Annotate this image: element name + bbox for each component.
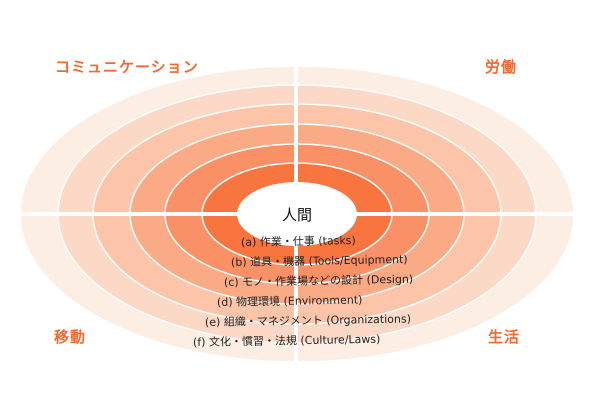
layer-label-a: (a) 作業・仕事 (tasks) [240, 233, 356, 249]
center-label-human: 人間 [281, 206, 312, 224]
center-human-ellipse [237, 182, 357, 246]
label-communication: コミュニケーション [55, 58, 199, 76]
label-life: 生活 [488, 328, 521, 346]
layer-label-d: (d) 物理環境 (Environment) [216, 293, 363, 309]
label-labor: 労働 [485, 58, 518, 76]
label-mobility: 移動 [54, 328, 87, 346]
